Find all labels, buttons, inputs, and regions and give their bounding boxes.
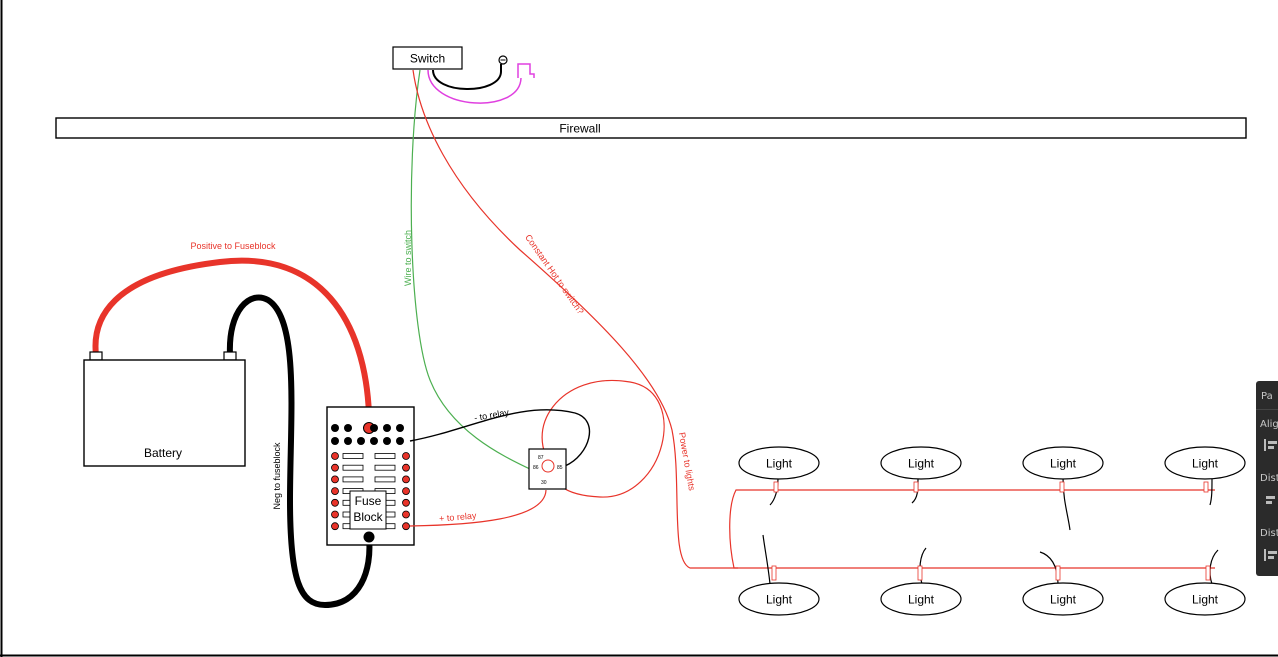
panel-divider (1256, 409, 1278, 410)
bus-connectors (771, 481, 1211, 581)
panel-title: Pa (1261, 391, 1273, 402)
fuse-terminal (331, 463, 339, 472)
fuse-slot (342, 464, 364, 471)
light-bottom-2: Light (880, 582, 962, 616)
light-label: Light (1192, 457, 1219, 471)
fuse-block-terminal (396, 437, 404, 445)
light-label: Light (1050, 457, 1077, 471)
light-bottom-1: Light (738, 582, 820, 616)
positive-battery-wire (92, 257, 372, 415)
fuse-block-terminal (344, 437, 352, 445)
side-panel[interactable]: Pa Alig Dist Dist (1256, 381, 1278, 576)
fuse-terminal (402, 522, 410, 531)
fuse-terminal (331, 522, 339, 531)
light-top-2: Light (880, 446, 962, 480)
top-lights-bus (729, 489, 1215, 569)
panel-section-distribute: Dist (1260, 473, 1278, 484)
constant-hot-wire (412, 69, 738, 569)
relay-loop-wire (541, 379, 665, 498)
fuse-block-terminal (383, 424, 391, 432)
fuse-block-negative-terminal (363, 531, 375, 543)
light-label: Light (766, 457, 793, 471)
fuse-terminal (402, 452, 410, 460)
ground-symbol-icon (498, 55, 508, 65)
wire-to-switch (410, 69, 533, 471)
fuse-terminal (331, 475, 339, 484)
light-label: Light (1192, 593, 1219, 607)
fuse-terminal (402, 463, 410, 472)
fuse-slot (374, 453, 396, 459)
align-left-icon[interactable] (1264, 439, 1278, 451)
light-ground-wires (762, 477, 1219, 585)
fuse-block-terminal (396, 424, 404, 432)
firewall: Firewall (55, 117, 1247, 139)
accessory-terminal-icon (517, 63, 535, 78)
wire-to-switch-label: Wire to switch (403, 230, 413, 286)
minus-to-relay-wire (409, 409, 591, 467)
fuse-terminal (402, 510, 410, 519)
panel-section-distribute-spacing: Dist (1260, 528, 1278, 539)
fuse-terminal (331, 452, 339, 460)
light-label: Light (1050, 593, 1077, 607)
battery-positive-terminal (89, 351, 103, 361)
positive-to-fuseblock-label: Positive to Fuseblock (190, 241, 276, 251)
light-bottom-3: Light (1022, 582, 1104, 616)
fuse-terminal (331, 498, 339, 507)
negative-battery-wire (226, 294, 373, 609)
fuse-slot (342, 476, 364, 483)
fuse-terminal (402, 487, 410, 496)
fuse-block-label-line1: Fuse (355, 494, 382, 508)
firewall-label: Firewall (559, 122, 600, 136)
fuse-slot (374, 476, 396, 483)
fuse-terminal (331, 487, 339, 496)
light-label: Light (766, 593, 793, 607)
light-bottom-4: Light (1164, 582, 1246, 616)
fuse-block-terminal (331, 437, 339, 445)
fuse-slot (374, 464, 396, 471)
relay-pin-86: 86 (533, 465, 539, 471)
light-label: Light (908, 593, 935, 607)
plus-to-relay-wire (409, 489, 547, 527)
fuse-terminal (402, 498, 410, 507)
fuse-slot (342, 453, 364, 459)
minus-to-relay-label: - to relay (473, 407, 510, 423)
fuse-block-terminal (344, 424, 352, 432)
switch-ground-wire (432, 64, 502, 90)
light-top-4: Light (1164, 446, 1246, 480)
light-label: Light (908, 457, 935, 471)
fuse-block-label-line2: Block (353, 510, 383, 524)
battery-negative-terminal (223, 351, 237, 361)
accessory-wire (427, 69, 522, 104)
fuse-block-terminal (331, 424, 339, 432)
fuse-block-terminal (357, 437, 365, 445)
light-top-1: Light (738, 446, 820, 480)
fuse-block-terminal (370, 424, 378, 432)
distribute-vertical-icon[interactable] (1264, 494, 1278, 506)
fuse-terminal (331, 510, 339, 519)
fuse-terminal (402, 475, 410, 484)
relay-pin-85: 85 (557, 465, 563, 471)
relay-pin-87: 87 (538, 455, 544, 461)
panel-section-align: Alig (1260, 419, 1278, 430)
fuse-block-terminal (383, 437, 391, 445)
plus-to-relay-label: + to relay (439, 510, 477, 523)
light-top-3: Light (1022, 446, 1104, 480)
relay-pin-30: 30 (541, 480, 547, 486)
fuse-block-label-box: Fuse Block (349, 490, 387, 530)
switch-label: Switch (410, 52, 445, 66)
battery: Battery (83, 351, 246, 467)
switch-box: Switch (392, 46, 463, 70)
constant-hot-label: Constant Hot to switch? (523, 232, 586, 316)
battery-label: Battery (144, 446, 182, 460)
fuse-block-terminal (370, 437, 378, 445)
relay: 87 86 85 30 (528, 448, 567, 490)
distribute-spacing-icon[interactable] (1264, 549, 1278, 561)
neg-to-fuseblock-label: Neg to fuseblock (272, 442, 282, 510)
power-to-lights-label: Power to lights (677, 432, 697, 492)
